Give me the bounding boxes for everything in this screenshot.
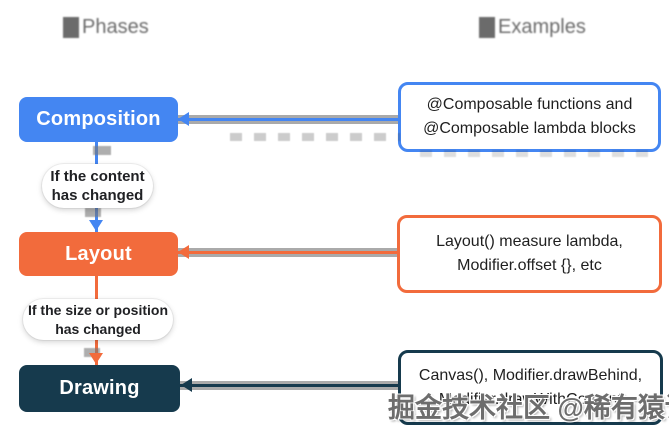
example-line: @Composable functions and [426,96,633,113]
phase-box-layout: Layout [19,232,178,276]
example-line: Canvas(), Modifier.drawBehind, [418,366,643,384]
connector-layout-example [178,251,397,254]
example-line: Layout() measure lambda, [436,233,623,250]
arrow-down-icon [89,353,103,364]
ghost-text-artifact [230,133,400,141]
left-column-header: Phases [63,16,149,39]
ghost-text-artifact [420,150,655,157]
condition-pill-size-position-changed: If the size or position has changed [23,299,173,340]
phase-label: Layout [65,242,132,265]
phase-label: Composition [36,108,161,130]
watermark-text: 掘金技术社区 @稀有猿诉 [388,393,669,423]
phase-label: Drawing [59,377,140,399]
condition-pill-content-changed: If the content has changed [42,164,153,208]
example-line: @Composable lambda blocks [423,120,636,137]
artifact-blob [84,348,100,357]
example-box-layout: Layout() measure lambda, Modifier.offset… [397,215,662,293]
connector-composition-example [178,118,398,121]
arrow-left-icon [181,378,192,392]
arrow-left-icon [178,112,189,126]
artifact-blob [85,208,101,217]
right-column-header-label: Examples [498,16,586,38]
condition-line: has changed [55,320,141,337]
connector-drawing-example [180,384,398,387]
condition-line: If the size or position [27,301,168,318]
condition-line: has changed [51,187,144,204]
left-column-header-label: Phases [82,16,149,38]
example-box-composition: @Composable functions and @Composable la… [398,82,661,152]
corrupted-glyph-block [479,17,495,38]
example-line: Modifier.drawWithContent [438,390,623,408]
arrow-left-icon [178,245,189,259]
artifact-blob [93,146,111,155]
example-box-drawing: Canvas(), Modifier.drawBehind, Modifier.… [398,350,663,425]
corrupted-glyph-block [63,17,79,38]
phase-box-drawing: Drawing [19,365,180,412]
right-column-header: Examples [479,16,586,39]
example-line: Modifier.offset {}, etc [457,257,602,274]
condition-line: If the content [50,168,145,185]
arrow-down-icon [89,220,103,231]
phase-box-composition: Composition [19,97,178,142]
